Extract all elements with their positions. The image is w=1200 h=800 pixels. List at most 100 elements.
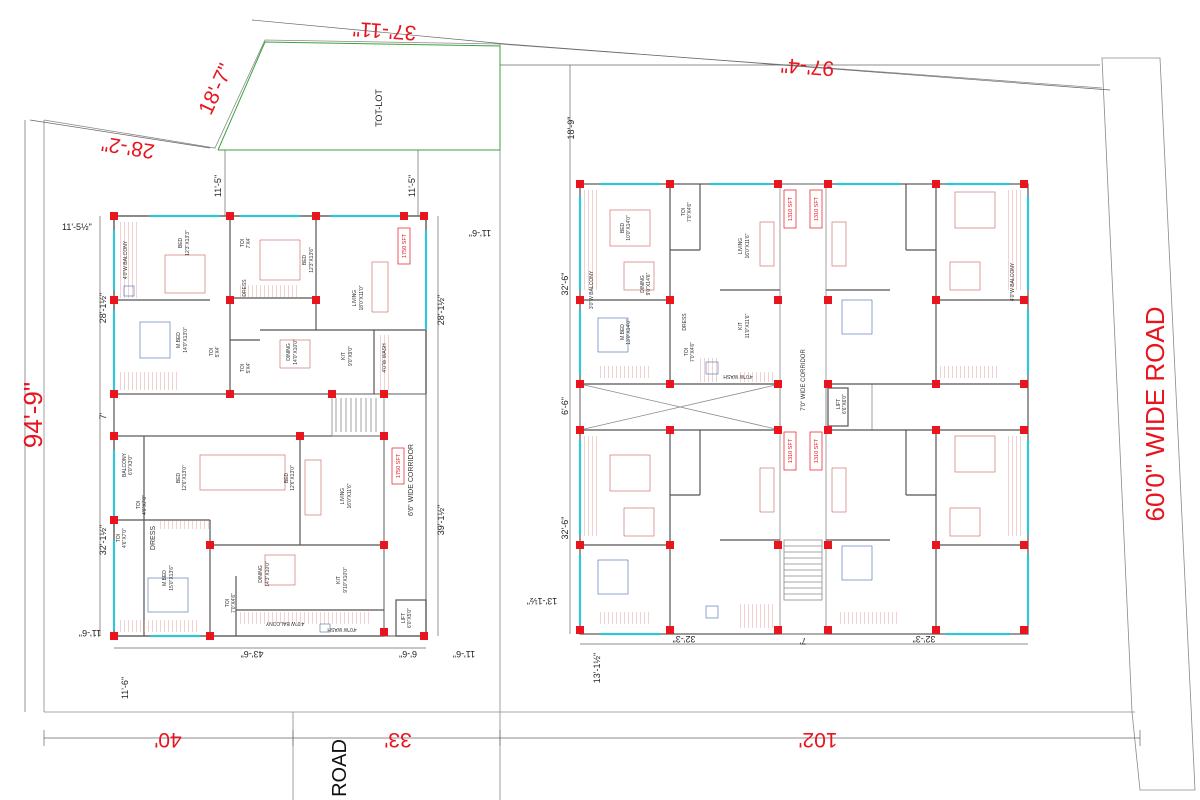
room-label-toi: TOI <box>681 208 687 216</box>
svg-text:1310 SFT: 1310 SFT <box>788 438 794 463</box>
right-sft-4: 1310 SFT <box>809 431 823 471</box>
right-sofa-4 <box>831 467 847 513</box>
room-size-toi: 4'6"X7'0" <box>142 495 148 515</box>
room-label-toi2: TOI <box>116 534 122 542</box>
left-dim-6-6: 6'-6" <box>399 649 417 659</box>
room-label-balcony: 4'0"W BALCONY <box>123 240 129 279</box>
left-dim-7: 7' <box>98 412 108 419</box>
right-dim-32-3-right: 32'-3" <box>913 634 936 644</box>
room-size-dining: 14'0"X10'0" <box>293 339 299 365</box>
left-top-mbed-furniture <box>139 321 171 359</box>
room-label-toi: TOI <box>240 239 246 247</box>
room-size-living: 18'0"X11'0" <box>359 285 365 310</box>
left-top-bed2-furniture <box>259 239 301 281</box>
room-label-toi2: TOI <box>209 348 215 356</box>
right-mbed-furniture-1 <box>597 317 629 353</box>
left-bottom-balcony-hatch <box>240 612 370 624</box>
site-boundary <box>43 39 1196 800</box>
right-balcony-hatch-3 <box>1008 190 1024 290</box>
left-unit-top <box>113 215 427 395</box>
dim-40: 40' <box>154 728 181 751</box>
right-hatch-9 <box>700 358 720 382</box>
right-dining-table-2 <box>623 507 655 537</box>
left-top-sofa <box>371 261 389 313</box>
right-wash-fixture-2 <box>705 605 719 619</box>
dim-28-2: 28'-2" <box>100 132 156 163</box>
dim-33: 33' <box>384 728 411 751</box>
right-sft-3: 1310 SFT <box>783 431 797 471</box>
room-size-kit: 11'0"X11'6" <box>745 313 751 338</box>
right-block <box>569 65 1030 645</box>
left-dim-28-1-right: 28'-1½" <box>436 295 446 325</box>
left-top-room-labels: 4'0"W BALCONY BED 12'3"X13'3" TOI 7'X4' … <box>123 230 388 373</box>
left-lift <box>395 599 427 637</box>
room-size-bed2: 12'6"X13'0" <box>290 465 296 491</box>
tot-lot-label: TOT-LOT <box>374 89 384 127</box>
right-corridor-label: 7'0" WIDE CORRIDOR <box>801 349 807 411</box>
left-bottom-room-labels: BALCONY 6'0"X3'0" BED 12'6"X13'0" BED 12… <box>116 452 413 632</box>
room-size-toi: 7'0"X4'6" <box>687 202 693 222</box>
svg-text:1310 SFT: 1310 SFT <box>814 438 820 463</box>
left-dim-11-6-d: 11'-6" <box>120 677 130 699</box>
right-balcony-hatch-4 <box>1008 436 1024 536</box>
room-label-dining: DINING <box>258 565 264 583</box>
left-dim-11-6-b: 11'-6" <box>79 628 101 638</box>
room-label-kit: KIT <box>336 576 342 584</box>
room-label-mbed: M.BED <box>162 570 168 586</box>
right-dim-18-9: 18'-9" <box>566 117 576 140</box>
dim-97-4: 97'-4" <box>780 53 835 80</box>
right-balcony-hatch-2 <box>584 436 600 536</box>
room-size-kit: 9'10"X10'0" <box>343 567 349 593</box>
right-dim-32-6-bottom: 32'-6" <box>560 517 570 540</box>
svg-text:1310 SFT: 1310 SFT <box>788 196 794 221</box>
right-dim-13-1-a: 13'-1½" <box>527 596 557 606</box>
right-dim-13-1-b: 13'-1½" <box>592 653 602 683</box>
room-size-bed2: 12'3"X13'6" <box>309 247 315 273</box>
road-label-bottom: ROAD <box>329 739 351 797</box>
left-bottom-dress-hatch <box>160 521 210 529</box>
svg-text:1750 SFT: 1750 SFT <box>396 453 402 478</box>
left-dim-39-1: 39'-1½" <box>436 505 446 535</box>
right-room-labels: BED 10'0"X14'0" TOI 7'0"X4'6" LIVING 16'… <box>589 202 1016 379</box>
room-label-bed2: BED <box>302 254 308 265</box>
room-label-wash: 4'0"W WASH <box>382 343 388 373</box>
svg-text:1750 SFT: 1750 SFT <box>402 233 408 258</box>
room-size-bed: 12'3"X13'3" <box>185 230 191 256</box>
right-bed-furniture-3 <box>954 191 996 229</box>
right-bed-furniture-2 <box>609 454 651 492</box>
room-size-toi3: 7'0"X4'6" <box>231 593 237 613</box>
left-bottom-mbed-hatch <box>120 620 200 632</box>
svg-text:1310 SFT: 1310 SFT <box>814 196 820 221</box>
right-sofa-2 <box>759 467 775 513</box>
right-sofa-3 <box>831 221 847 267</box>
right-mbed-furniture-4 <box>841 545 873 581</box>
left-dim-11-6-c: 11'-6" <box>453 649 475 659</box>
left-bottom-mbed-furniture <box>147 577 189 613</box>
room-size-toi2: 7'0"X4'6" <box>690 342 696 362</box>
dim-37-11: 37'-11" <box>352 17 417 44</box>
left-dim-11-5-half: 11'-5½" <box>62 222 92 232</box>
room-size-toi3: 5'X4' <box>246 363 252 374</box>
room-size-toi2: 4'6"X7'0" <box>122 528 128 548</box>
right-sft-2: 1310 SFT <box>809 189 823 229</box>
right-hatch-11 <box>740 372 776 382</box>
right-dim-7: 7' <box>799 636 806 646</box>
room-size-dining: 14'3"X10'0" <box>265 561 271 587</box>
room-size-balcony: 6'0"X3'0" <box>128 455 134 475</box>
boundary-dimension-lines <box>24 19 1141 746</box>
left-top-balcony-fixture <box>123 285 135 297</box>
room-label-toi: TOI <box>136 501 142 509</box>
right-hatch-5 <box>600 366 650 378</box>
tot-lot-area <box>217 41 501 151</box>
room-size-mbed: 13'0"X14'0" <box>626 319 632 345</box>
right-dining-table-4 <box>949 507 981 537</box>
room-label-dining: DINING <box>286 343 292 361</box>
room-label-lift: LIFT <box>401 613 407 623</box>
room-label-balcony4: 4'0"W BALCONY <box>1010 262 1016 301</box>
right-lift <box>827 387 849 427</box>
room-size-kit: 9'0"X9'0" <box>348 346 354 366</box>
room-label-living: LIVING <box>352 290 358 307</box>
room-size-bed: 12'6"X13'0" <box>182 465 188 491</box>
room-label-toi2: TOI <box>684 348 690 356</box>
room-label-mbed: M.BED <box>620 324 626 340</box>
